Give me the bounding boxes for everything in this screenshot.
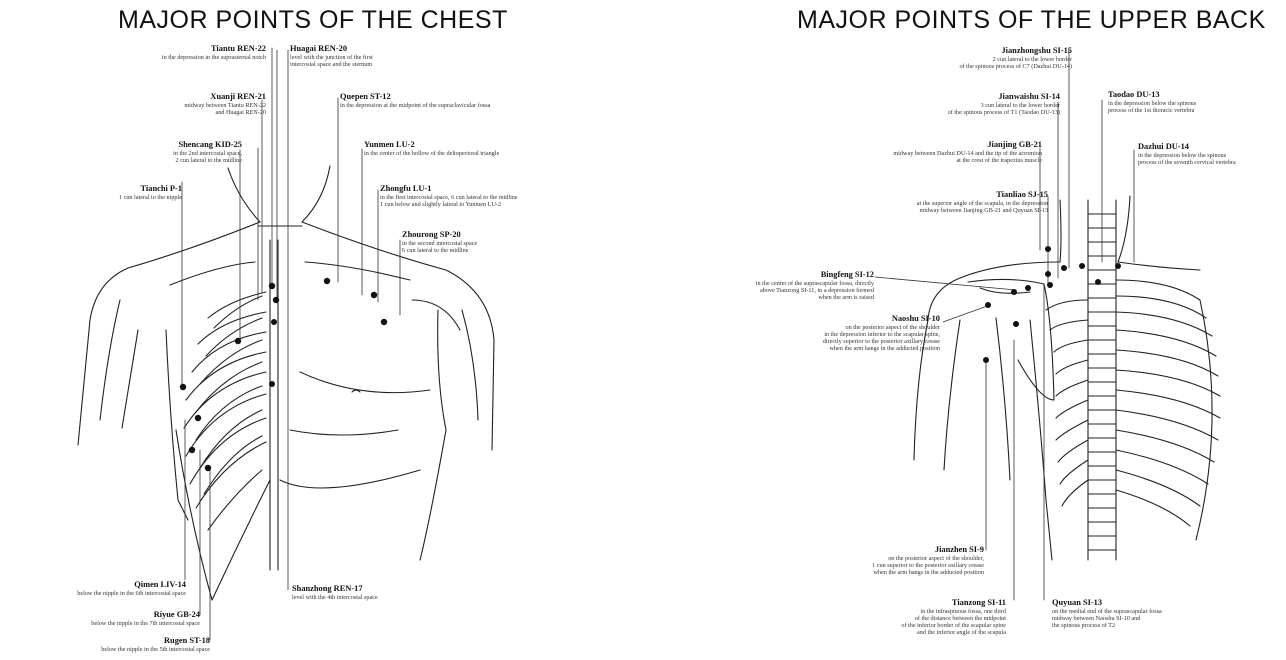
point-description: in the center of the hollow of the delto… [364,150,499,157]
acupoint-dot [269,381,275,387]
point-description: 1 cun lateral to the nipple [119,194,182,201]
point-name: Tianchi P-1 [119,184,182,194]
point-name: Quyuan SI-13 [1052,598,1162,608]
acupoint-dot [985,302,991,308]
label-jianwaishu: Jianwaishu SI-14 3 cun lateral to the lo… [948,92,1060,116]
point-name: Yunmen LU-2 [364,140,499,150]
label-zhongfu: Zhongfu LU-1 in the first intercostal sp… [380,184,518,208]
acupoint-dot [195,415,201,421]
point-name: Taodao DU-13 [1108,90,1196,100]
label-tianliao: Tianliao SJ-15 at the superior angle of … [917,190,1048,214]
point-name: Naoshu SI-10 [823,314,940,324]
label-huagai: Huagai REN-20 level with the junction of… [290,44,373,68]
acupoint-dot [273,297,279,303]
acupoint-dot [1011,289,1017,295]
label-shanzhong: Shanzhong REN-17 level with the 4th inte… [292,584,378,601]
acupoint-dot [205,465,211,471]
point-name: Dazhui DU-14 [1138,142,1236,152]
acupoint-dot [324,278,330,284]
label-quepen: Quepen ST-12 in the depression at the mi… [340,92,490,109]
point-description: in the first intercostal space, 6 cun la… [380,194,518,208]
acupoint-dot [1061,265,1067,271]
point-name: Quepen ST-12 [340,92,490,102]
point-description: in the depression in the suprasternal no… [162,54,266,61]
point-description: below the nipple in the 5th intercostal … [101,646,210,653]
label-zhourong: Zhourong SP-20 in the second intercostal… [402,230,477,254]
label-quyuan: Quyuan SI-13 on the medial end of the su… [1052,598,1162,629]
acupoint-dot [271,319,277,325]
point-name: Tianzong SI-11 [901,598,1006,608]
label-rugen: Rugen ST-18 below the nipple in the 5th … [101,636,210,653]
label-jianjing: Jianjing GB-21 midway between Dazhui DU-… [893,140,1042,164]
label-qimen: Qimen LIV-14 below the nipple in the 6th… [77,580,186,597]
point-name: Tiantu REN-22 [162,44,266,54]
label-riyue: Riyue GB-24 below the nipple in the 7th … [91,610,200,627]
point-name: Huagai REN-20 [290,44,373,54]
point-name: Shencang KID-25 [173,140,242,150]
acupoint-dot [1079,263,1085,269]
label-shencang: Shencang KID-25 in the 2nd intercostal s… [173,140,242,164]
point-name: Qimen LIV-14 [77,580,186,590]
acupoint-dot [1095,279,1101,285]
label-jianzhen: Jianzhen SI-9 on the posterior aspect of… [872,545,984,576]
point-name: Tianliao SJ-15 [917,190,1048,200]
chest-leader-lines [182,48,400,640]
acupoint-dot [381,319,387,325]
acupoint-dot [269,283,275,289]
point-name: Jianwaishu SI-14 [948,92,1060,102]
label-tiantu: Tiantu REN-22 in the depression in the s… [162,44,266,61]
label-tianchi: Tianchi P-1 1 cun lateral to the nipple [119,184,182,201]
point-description: in the center of the suprascapular fossa… [756,280,874,301]
point-description: level with the 4th intercostal space [292,594,378,601]
label-bingfeng: Bingfeng SI-12 in the center of the supr… [756,270,874,301]
label-jianzhongshu: Jianzhongshu SI-15 2 cun lateral to the … [959,46,1072,70]
point-description: on the medial end of the suprascapular f… [1052,608,1162,629]
point-description: below the nipple in the 6th intercostal … [77,590,186,597]
label-tianzong: Tianzong SI-11 in the infraspinous fossa… [901,598,1006,636]
point-name: Zhongfu LU-1 [380,184,518,194]
point-name: Jianjing GB-21 [893,140,1042,150]
label-yunmen: Yunmen LU-2 in the center of the hollow … [364,140,499,157]
label-taodao: Taodao DU-13 in the depression below the… [1108,90,1196,114]
point-name: Riyue GB-24 [91,610,200,620]
label-naoshu: Naoshu SI-10 on the posterior aspect of … [823,314,940,352]
point-name: Jianzhen SI-9 [872,545,984,555]
acupoint-dot [1045,271,1051,277]
acupoint-dot [1045,246,1051,252]
acupoint-dot [1047,282,1053,288]
point-description: below the nipple in the 7th intercostal … [91,620,200,627]
point-name: Rugen ST-18 [101,636,210,646]
back-body-outline [914,196,1220,560]
label-xuanji: Xuanji REN-21 midway between Tiantu REN-… [184,92,266,116]
point-name: Xuanji REN-21 [184,92,266,102]
point-description: at the superior angle of the scapula, in… [917,200,1048,214]
acupoint-dots [180,246,1121,471]
point-name: Jianzhongshu SI-15 [959,46,1072,56]
point-description: in the 2nd intercostal space,2 cun later… [173,150,242,164]
acupoint-dot [180,384,186,390]
label-dazhui: Dazhui DU-14 in the depression below the… [1138,142,1236,166]
point-name: Zhourong SP-20 [402,230,477,240]
acupoint-dot [1115,263,1121,269]
point-name: Shanzhong REN-17 [292,584,378,594]
acupoint-dot [189,447,195,453]
acupoint-dot [1013,321,1019,327]
acupoint-dot [983,357,989,363]
point-description: midway between Dazhui DU-14 and the tip … [893,150,1042,164]
acupoint-dot [371,292,377,298]
point-description: on the posterior aspect of the shoulder,… [872,555,984,576]
acupoint-dot [235,338,241,344]
acupoint-dot [1025,285,1031,291]
point-name: Bingfeng SI-12 [756,270,874,280]
point-description: in the depression at the midpoint of the… [340,102,490,109]
